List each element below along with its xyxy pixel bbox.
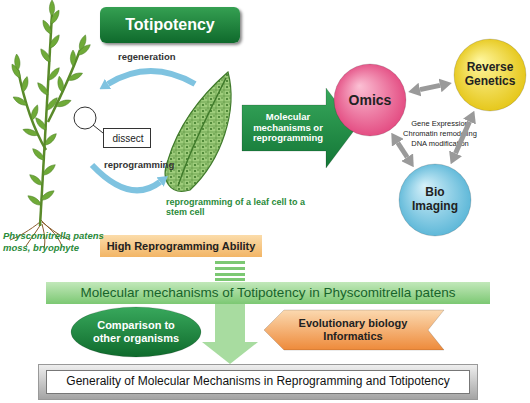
approach-text: Comparison to other organisms xyxy=(82,319,190,344)
step-text: dissect xyxy=(112,133,143,145)
method-text: Omics xyxy=(349,92,392,108)
method-circle: Omics xyxy=(333,63,407,137)
text-area: Reverse Genetics xyxy=(462,47,518,103)
text-area: dissect xyxy=(104,129,152,149)
cycle-arrows xyxy=(92,71,195,190)
text-area: High Reprogramming Ability xyxy=(100,235,262,257)
approach-chevron: Evolutionary biology Informatics xyxy=(264,310,444,350)
circle-fill xyxy=(454,39,526,111)
dissect-marker xyxy=(74,107,96,129)
leaf-cell-illustration xyxy=(165,72,231,191)
link-arrow xyxy=(398,143,407,157)
method-text: Reverse Genetics xyxy=(462,61,518,89)
theme-band: Molecular mechanisms of Totipotency in P… xyxy=(46,282,490,304)
method-circle: Reverse Genetics xyxy=(453,38,527,112)
link-arrow xyxy=(420,85,440,89)
ellipse-fill xyxy=(71,307,201,357)
feature-box: High Reprogramming Ability xyxy=(100,235,262,257)
arrow-label: reprogramming xyxy=(104,160,184,171)
approach-text: Evolutionary biology Informatics xyxy=(284,317,422,342)
method-text: Bio Imaging xyxy=(407,186,463,214)
text-area: Totipotency xyxy=(100,7,240,43)
process-note: Chromatin remodeling xyxy=(385,130,495,139)
method-circle: Bio Imaging xyxy=(398,163,472,237)
process-note: DNA modification xyxy=(385,140,495,149)
text-area: Generality of Molecular Mechanisms in Re… xyxy=(46,370,470,394)
approach-ellipse: Comparison to other organisms xyxy=(70,306,202,358)
image-caption: reprogramming of a leaf cell to a stem c… xyxy=(166,197,306,218)
arrow-label: regeneration xyxy=(118,52,198,63)
goal-text: Generality of Molecular Mechanisms in Re… xyxy=(66,375,449,389)
text-area: Molecular mechanisms of Totipotency in P… xyxy=(46,282,490,304)
moss-illustration xyxy=(10,0,103,248)
goal-frame: Generality of Molecular Mechanisms in Re… xyxy=(38,364,478,400)
flow-arrow xyxy=(215,304,245,342)
process-note: Gene Expression xyxy=(385,120,495,129)
text-area: Omics xyxy=(342,72,398,128)
circle-fill xyxy=(334,64,406,136)
arrow-text: Molecular mechanisms or reprogramming xyxy=(244,112,332,145)
feature-text: High Reprogramming Ability xyxy=(107,240,256,253)
text-area: Evolutionary biology Informatics xyxy=(284,312,422,348)
regeneration-arrow xyxy=(108,71,195,84)
species-name: Physcomitrella patens xyxy=(3,231,113,242)
text-area: Bio Imaging xyxy=(407,172,463,228)
text-area: Molecular mechanisms or reprogramming xyxy=(244,108,332,148)
circle-fill xyxy=(399,164,471,236)
chevron-fill xyxy=(264,310,444,350)
title-text: Totipotency xyxy=(125,16,214,34)
moss-leaves xyxy=(10,0,92,207)
theme-text: Molecular mechanisms of Totipotency in P… xyxy=(81,285,456,301)
step-box: dissect xyxy=(103,128,151,148)
species-note: moss, bryophyte xyxy=(3,243,113,254)
stripe-bars xyxy=(215,261,245,281)
title-box: Totipotency xyxy=(100,7,240,43)
moss-stems xyxy=(18,14,80,226)
text-area: Comparison to other organisms xyxy=(82,312,190,352)
leader-line xyxy=(93,125,103,133)
